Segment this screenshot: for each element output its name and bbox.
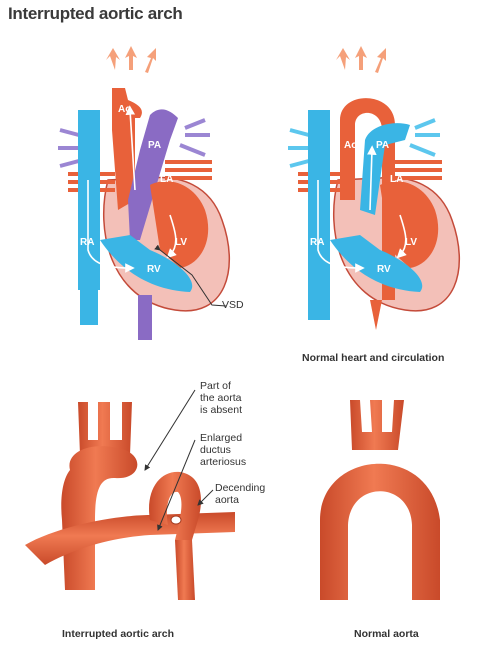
normal-label-lv: LV (405, 237, 417, 248)
interrupted-heart-diagram: Ao PA LA RA LV RV (58, 46, 230, 340)
normal-pulmonary-outflow-right (409, 118, 440, 157)
arch-branch-vessels (78, 402, 132, 455)
descending-aorta-mixed (138, 295, 152, 340)
normal-pulmonary-veins-right (395, 160, 442, 180)
page-title: Interrupted aortic arch (8, 4, 183, 23)
normal-branch-vessels (350, 400, 404, 450)
label-ao: Ao (118, 104, 131, 115)
normal-right-ventricle (330, 235, 423, 292)
interrupted-arch-closeup (25, 389, 235, 600)
ascending-aorta-stump (61, 446, 138, 590)
descending-aorta (175, 540, 195, 600)
normal-label-rv: RV (377, 264, 391, 275)
normal-aorta-branch-arrows (336, 46, 386, 73)
vsd-callout-line (154, 244, 227, 307)
normal-label-ra: RA (310, 237, 324, 248)
normal-flow-arrows (317, 145, 407, 273)
right-ventricle (100, 235, 193, 292)
aorta-branch-arrows (106, 46, 156, 73)
normal-heart-caption: Normal heart and circulation (302, 352, 445, 364)
normal-vena-cava (308, 110, 330, 320)
callout-ductus: Enlarged ductus arteriosus (200, 432, 247, 468)
normal-aortic-arch (340, 98, 395, 301)
ductus-arteriosus (149, 471, 201, 540)
normal-aorta-caption: Normal aorta (354, 628, 419, 640)
flow-arrows (87, 105, 177, 273)
callout-descending: Decending aorta (215, 482, 266, 506)
label-ra: RA (80, 237, 94, 248)
interrupted-arch-caption: Interrupted aortic arch (62, 628, 175, 640)
callout-absent: Part of the aorta is absent (200, 380, 243, 416)
normal-heart-diagram: Ao PA LA RA LV RV (288, 46, 460, 330)
label-la: LA (160, 174, 173, 185)
callout-line-ductus (157, 439, 196, 531)
normal-left-ventricle (380, 181, 439, 268)
normal-label-la: LA (390, 174, 403, 185)
normal-label-pa: PA (376, 140, 389, 151)
vsd-label: VSD (222, 299, 244, 311)
left-ventricle (150, 181, 209, 268)
pulmonary-artery (128, 109, 178, 240)
vena-cava (78, 110, 100, 290)
normal-aorta-closeup (320, 400, 440, 600)
normal-label-ao: Ao (344, 140, 357, 151)
normal-aortic-arch-closeup (320, 463, 440, 600)
label-pa: PA (148, 140, 161, 151)
label-rv: RV (147, 264, 161, 275)
pulmonary-outflow-arrows-right (179, 118, 210, 157)
callout-line-descending (197, 489, 214, 506)
label-lv: LV (175, 237, 187, 248)
pulmonary-arteries (25, 512, 235, 565)
pulmonary-veins-right (165, 160, 212, 180)
callout-line-absent (144, 389, 196, 471)
